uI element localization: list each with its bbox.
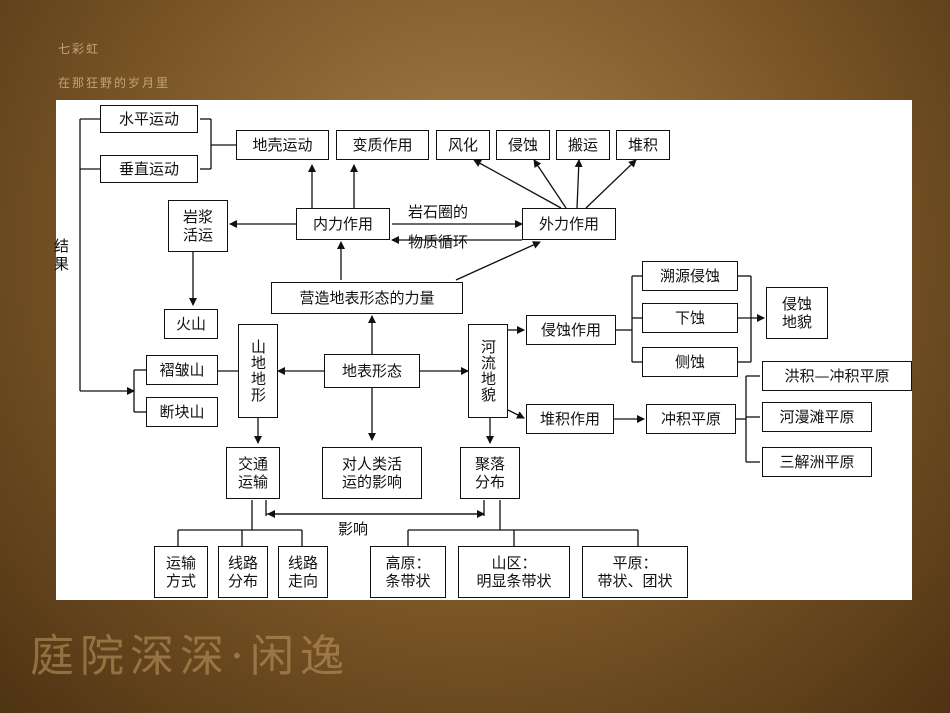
node-floodplain: 河漫滩平原: [762, 402, 872, 432]
node-alluvial-plain: 冲积平原: [646, 404, 736, 434]
node-lateral-erosion: 侧蚀: [642, 347, 738, 377]
node-transport-mode: 运输 方式: [154, 546, 208, 598]
node-crustal-movement: 地壳运动: [236, 130, 329, 160]
node-deposition: 堆积: [616, 130, 670, 160]
node-diluvial-alluvial-plain: 洪积—冲积平原: [762, 361, 912, 391]
node-shaping-forces: 营造地表形态的力量: [271, 282, 463, 314]
node-plateau-settlement: 高原： 条带状: [370, 546, 446, 598]
diagram-panel: 水平运动 垂直运动 地壳运动 变质作用 风化 侵蚀 搬运 堆积 岩浆 活运 内力…: [54, 100, 912, 600]
node-headward-erosion: 溯源侵蚀: [642, 261, 738, 291]
node-plain-settlement: 平原： 带状、团状: [582, 546, 688, 598]
node-fault-block-mountain: 断块山: [146, 397, 218, 427]
node-weathering: 风化: [436, 130, 490, 160]
node-horizontal-movement: 水平运动: [100, 105, 198, 133]
node-transport: 搬运: [556, 130, 610, 160]
label-influence: 影响: [338, 520, 369, 538]
node-metamorphism: 变质作用: [336, 130, 429, 160]
node-river-landform: 河流地貌: [468, 324, 508, 418]
node-magma-activity: 岩浆 活运: [168, 200, 228, 252]
label-material-cycle: 物质循环: [408, 233, 469, 251]
node-deposition-process: 堆积作用: [526, 404, 614, 434]
decor-top-text: 七彩虹: [58, 42, 101, 56]
label-lithosphere: 岩石圈的: [408, 203, 469, 221]
node-surface-morphology: 地表形态: [324, 354, 420, 388]
node-transportation: 交通 运输: [226, 447, 280, 499]
node-mountain-settlement: 山区： 明显条带状: [458, 546, 570, 598]
node-vertical-movement: 垂直运动: [100, 155, 198, 183]
connector-lines: [79, 118, 765, 546]
node-erosion-landform: 侵蚀 地貌: [766, 287, 828, 339]
node-route-direction: 线路 走向: [278, 546, 328, 598]
node-delta-plain: 三解洲平原: [762, 447, 872, 477]
node-volcano: 火山: [164, 309, 218, 339]
node-settlement-distribution: 聚落 分布: [460, 447, 520, 499]
node-erosion-process: 侵蚀作用: [526, 315, 616, 345]
decor-calligraphy: 庭院深深·闲逸: [30, 631, 350, 682]
node-fold-mountain: 褶皱山: [146, 355, 218, 385]
node-downcutting: 下蚀: [642, 303, 738, 333]
node-external-force: 外力作用: [522, 208, 616, 240]
node-erosion-top: 侵蚀: [496, 130, 550, 160]
node-internal-force: 内力作用: [296, 208, 390, 240]
label-result: 结 果: [54, 237, 70, 273]
decor-subtitle-text: 在那狂野的岁月里: [58, 76, 171, 90]
node-route-distribution: 线路 分布: [218, 546, 268, 598]
node-human-impact: 对人类活 运的影响: [322, 447, 422, 499]
node-mountain-terrain: 山地地形: [238, 324, 278, 418]
